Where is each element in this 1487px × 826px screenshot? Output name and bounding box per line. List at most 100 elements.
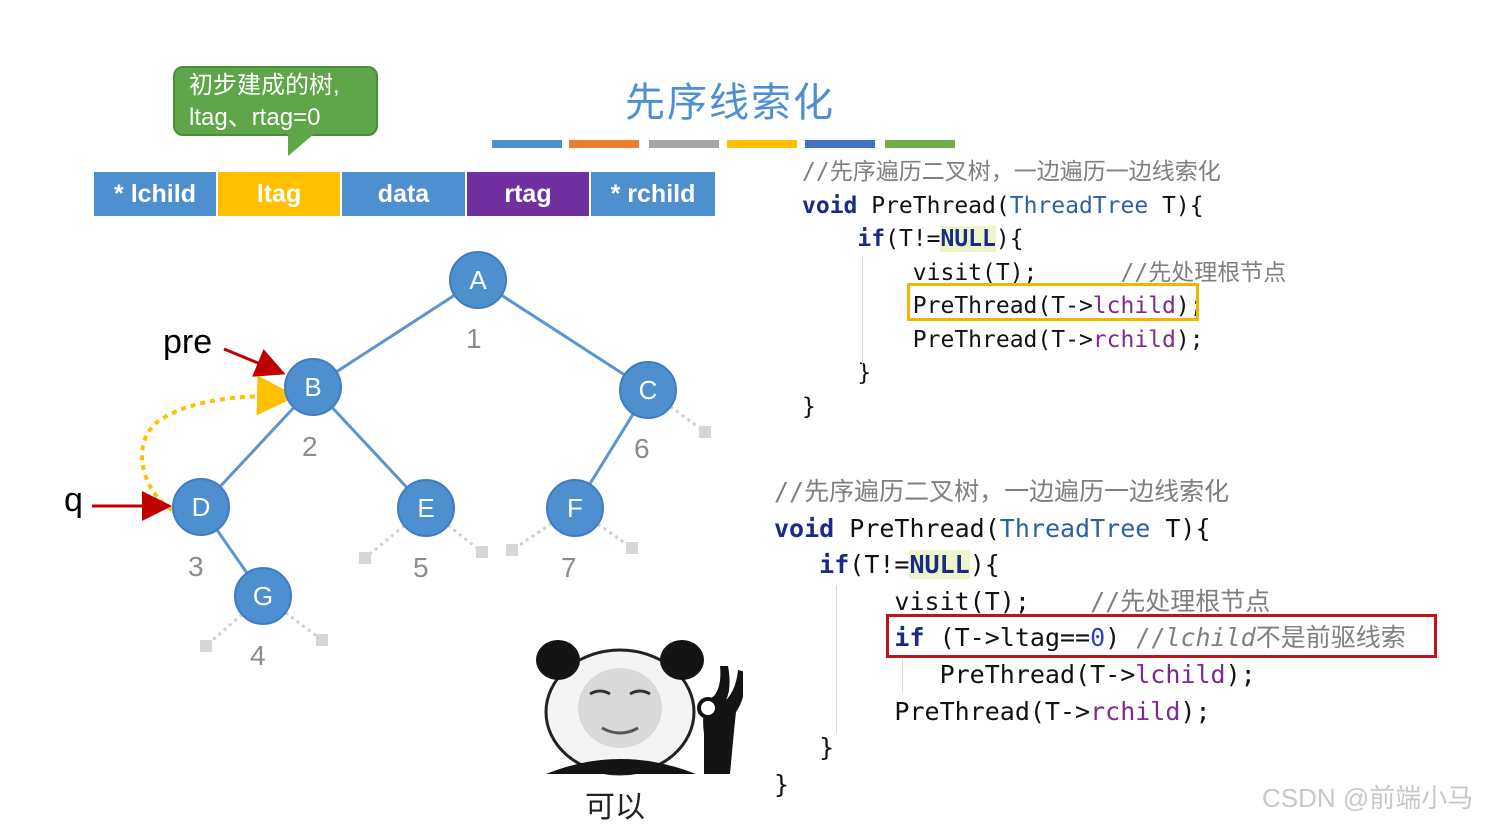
code2-call-rchild: PreThread(T->rchild);: [774, 694, 1406, 731]
brace: }: [819, 733, 835, 763]
q-label: q: [64, 481, 83, 519]
code2-signature: void PreThread(ThreadTree T){: [774, 511, 1406, 548]
title-color-bar: [727, 140, 797, 148]
tree-node-label: A: [469, 265, 487, 295]
null-stub-line: [205, 594, 264, 648]
brace: }: [857, 360, 872, 386]
func-name: PreThread(: [834, 513, 1000, 543]
call-end: );: [1180, 696, 1211, 726]
keyword-if: if: [857, 226, 886, 252]
visit-comment: //先处理根节点: [1090, 586, 1271, 616]
title-color-bar: [492, 140, 562, 148]
tree-node-label: E: [417, 493, 434, 523]
tree-node-B: [284, 358, 342, 416]
null-stub-square: [476, 546, 488, 558]
null-stub-square: [506, 544, 518, 556]
visit-call: visit(T);: [894, 586, 1030, 616]
traversal-order-number: 3: [188, 551, 204, 582]
brace: }: [802, 393, 816, 420]
if-open: (T!=: [885, 226, 941, 252]
thread-arrow: [140, 375, 297, 512]
code2-indent-guide: [836, 585, 837, 733]
tree-node-label: C: [639, 375, 658, 405]
type-name: ThreadTree: [1009, 192, 1149, 219]
callout-tail: [288, 134, 314, 156]
call-end: );: [1175, 326, 1204, 353]
call-prefix: PreThread(T->: [912, 326, 1093, 353]
code1-call-rchild: PreThread(T->rchild);: [802, 324, 1286, 358]
traversal-order-number: 4: [250, 640, 266, 671]
watermark: CSDN @前端小马: [1262, 783, 1474, 813]
null-stub-line: [511, 506, 576, 552]
comment-field: lchild: [1165, 623, 1256, 653]
null-pointer-stubs: [200, 388, 711, 652]
code2-visit: visit(T); //先处理根节点: [774, 584, 1406, 621]
sig-end: T){: [1148, 192, 1204, 219]
node-structure-fields: * lchild ltag data rtag * rchild: [94, 172, 717, 216]
code2-call-lchild: PreThread(T->lchild);: [774, 657, 1406, 694]
null-stub-line: [262, 594, 323, 642]
null-literal: NULL: [940, 226, 996, 252]
pre-label: pre: [163, 323, 212, 361]
tree-node-F: [546, 479, 604, 537]
code1-signature: void PreThread(ThreadTree T){: [802, 190, 1286, 224]
tree-node-label: G: [253, 581, 273, 611]
callout-line-1: 初步建成的树,: [189, 72, 340, 99]
code1-call-lchild: PreThread(T->lchild);: [802, 290, 1286, 324]
call-end: );: [1225, 659, 1256, 689]
traversal-order-number: 1: [466, 323, 482, 354]
null-stub-square: [626, 542, 638, 554]
code1-visit: visit(T); //先处理根节点: [802, 257, 1286, 291]
if-close: ){: [969, 550, 1000, 580]
field-ref: lchild: [1092, 293, 1176, 319]
code2-brace-inner: }: [774, 730, 1406, 767]
code2-indent-guide-inner: [902, 660, 903, 692]
panda-ok-meme-icon: [528, 632, 743, 782]
keyword-if: if: [894, 623, 925, 653]
field-ref: rchild: [1092, 326, 1176, 353]
field-ltag: ltag: [218, 172, 342, 216]
null-literal: NULL: [909, 550, 970, 580]
traversal-order-number: 2: [302, 431, 318, 462]
code-block-2: //先序遍历二叉树，一边遍历一边线索化 void PreThread(Thread…: [774, 474, 1406, 803]
title-color-bar: [569, 140, 639, 148]
brace: }: [774, 769, 790, 799]
keyword-if: if: [819, 550, 850, 580]
call-prefix: PreThread(T->: [912, 293, 1093, 319]
callout-bubble: 初步建成的树, ltag、rtag=0: [173, 66, 378, 136]
code1-brace-inner: }: [802, 357, 1286, 391]
field-lchild: * lchild: [94, 172, 218, 216]
tree-edge-A-B: [312, 278, 479, 389]
highlight-box-red: [886, 614, 1437, 658]
field-rchild: * rchild: [591, 172, 717, 216]
null-stub-square: [699, 426, 711, 438]
func-name: PreThread(: [857, 192, 1010, 219]
if-close: ){: [995, 226, 1024, 252]
keyword-void: void: [802, 192, 858, 219]
tree-node-E: [397, 479, 455, 537]
pre-pointer-arrow: [223, 347, 286, 377]
null-stub-line: [425, 506, 483, 554]
sig-end: T){: [1150, 513, 1211, 543]
null-stub-square: [359, 552, 371, 564]
field-ref: rchild: [1090, 696, 1181, 726]
code2-if: if(T!=NULL){: [774, 547, 1406, 584]
meme-caption: 可以: [585, 790, 645, 825]
keyword-void: void: [774, 513, 835, 543]
code2-cond: if (T->ltag==0) //lchild不是前驱线索: [774, 620, 1405, 657]
cond-close: ): [1105, 623, 1136, 653]
null-stub-square: [316, 634, 328, 646]
code1-brace-outer: }: [802, 391, 1286, 425]
tree-node-label: D: [192, 492, 211, 522]
code1-if: if(T!=NULL){: [802, 223, 1286, 257]
type-name: ThreadTree: [999, 513, 1151, 543]
number-literal: 0: [1090, 623, 1106, 653]
title-color-bar: [649, 140, 719, 148]
comment-slashes: //: [1135, 623, 1166, 653]
tree-edges: [199, 278, 650, 597]
null-stub-square: [200, 640, 212, 652]
code2-comment: //先序遍历二叉树，一边遍历一边线索化: [774, 477, 1230, 506]
